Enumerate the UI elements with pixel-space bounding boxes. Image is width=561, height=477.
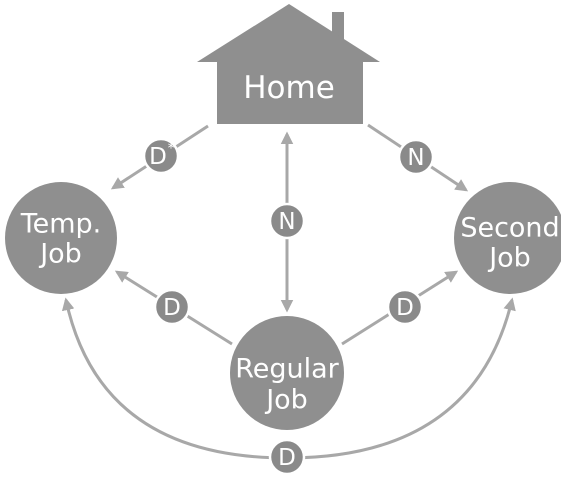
second-job-node: Second Job	[454, 182, 561, 294]
temp-job-node: Temp. Job	[5, 182, 117, 294]
regular-job-label-line2: Job	[264, 385, 308, 416]
badge-home-to-second-letter: N	[407, 145, 424, 171]
badge-temp-second-arc: D	[268, 438, 306, 476]
badge-home-to-temp-letter: D	[149, 144, 167, 170]
badge-home-to-second: N	[397, 138, 435, 176]
badge-home-regular-letter: N	[278, 209, 295, 235]
badge-home-to-second-circle	[397, 138, 435, 176]
second-job-circle	[454, 182, 561, 294]
regular-job-circle	[230, 316, 344, 430]
badge-home-regular: N	[268, 202, 306, 240]
temp-job-circle	[5, 182, 117, 294]
second-job-label-line2: Job	[487, 243, 531, 274]
regular-job-node: Regular Job	[230, 316, 344, 430]
badge-home-to-temp-circle	[142, 137, 180, 175]
badge-home-regular-circle	[268, 202, 306, 240]
temp-job-label-line2: Job	[38, 239, 82, 270]
badge-regular-to-temp: D	[153, 288, 191, 326]
badge-home-to-temp-superscript: *	[168, 142, 175, 157]
badge-regular-to-second: D	[386, 288, 424, 326]
home-label: Home	[243, 70, 335, 106]
badge-regular-to-temp-letter: D	[163, 295, 181, 321]
badge-temp-second-arc-circle	[268, 438, 306, 476]
badge-home-to-temp: D *	[142, 137, 180, 175]
badge-regular-to-temp-circle	[153, 288, 191, 326]
home-body	[217, 58, 363, 124]
badge-temp-second-arc-letter: D	[278, 445, 296, 471]
temp-job-label-line1: Temp.	[20, 209, 102, 240]
regular-job-label-line1: Regular	[235, 354, 339, 385]
second-job-label-line1: Second	[460, 213, 559, 244]
badge-regular-to-second-letter: D	[396, 295, 414, 321]
badge-regular-to-second-circle	[386, 288, 424, 326]
home-node: Home	[197, 4, 380, 124]
home-roof	[197, 4, 380, 62]
